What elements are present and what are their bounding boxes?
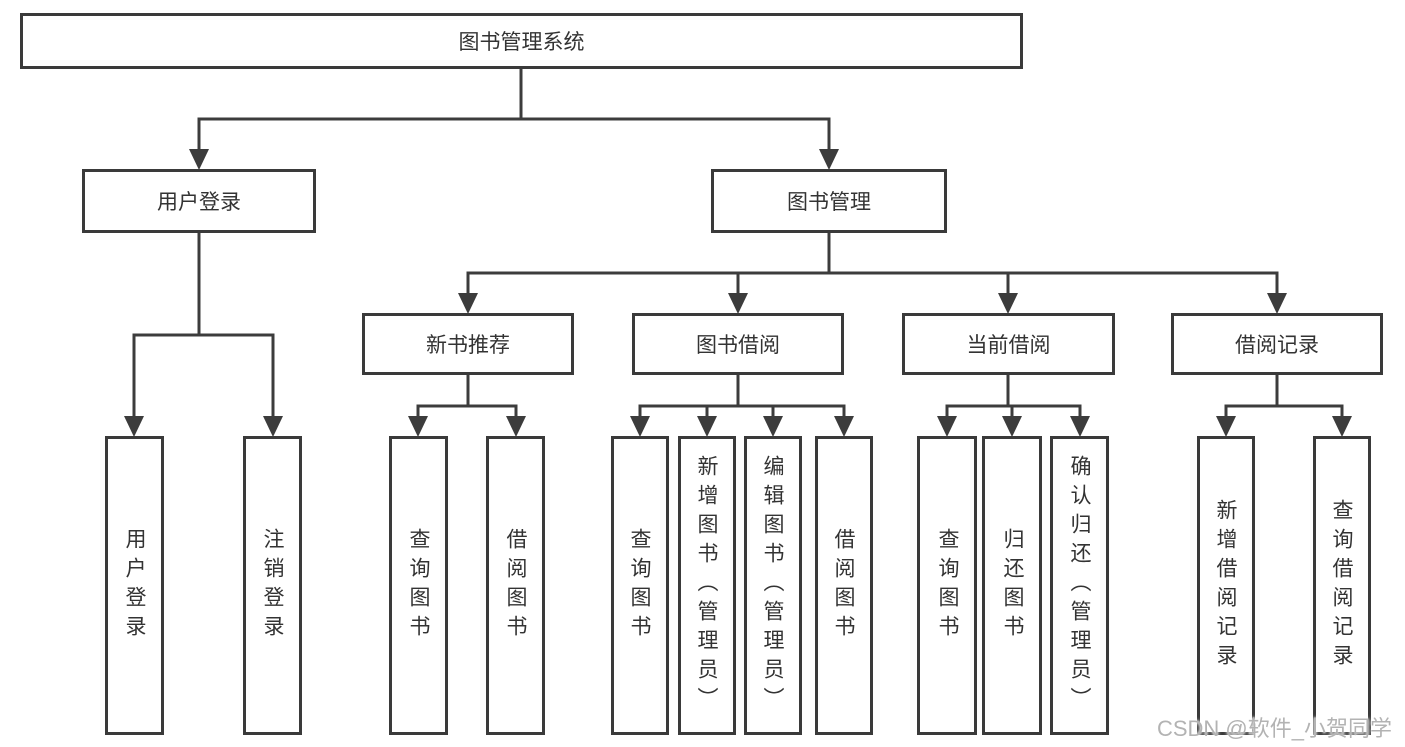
- arrowhead: [1332, 416, 1352, 437]
- arrowhead: [1070, 416, 1090, 437]
- leaf-logout: 注销登录: [243, 436, 302, 735]
- arrowhead: [506, 416, 526, 437]
- arrowhead: [1002, 416, 1022, 437]
- node-borrow-records: 借阅记录: [1171, 313, 1383, 375]
- leaf-borrow-add-books-admin: 新增图书（管理员）: [678, 436, 736, 735]
- leaf-borrow-borrow-books: 借阅图书: [815, 436, 873, 735]
- arrowhead: [998, 293, 1018, 314]
- node-root: 图书管理系统: [20, 13, 1023, 69]
- arrowhead: [819, 149, 839, 170]
- leaf-current-query-books: 查询图书: [917, 436, 977, 735]
- node-book-borrow: 图书借阅: [632, 313, 844, 375]
- arrowhead: [189, 149, 209, 170]
- node-book-management: 图书管理: [711, 169, 947, 233]
- arrowhead: [1216, 416, 1236, 437]
- arrowhead: [630, 416, 650, 437]
- arrowhead: [834, 416, 854, 437]
- arrowhead: [937, 416, 957, 437]
- connector-path: [132, 67, 1344, 422]
- arrowhead: [728, 293, 748, 314]
- arrowhead: [408, 416, 428, 437]
- leaf-current-return-books: 归还图书: [982, 436, 1042, 735]
- watermark: CSDN @软件_小贺同学: [1156, 716, 1392, 741]
- node-new-book-recommend: 新书推荐: [362, 313, 574, 375]
- arrowhead: [697, 416, 717, 437]
- leaf-records-add-record: 新增借阅记录: [1197, 436, 1255, 735]
- leaf-recommend-borrow-books: 借阅图书: [486, 436, 545, 735]
- arrowhead: [263, 416, 283, 437]
- leaf-user-login: 用户登录: [105, 436, 164, 735]
- node-current-borrow: 当前借阅: [902, 313, 1115, 375]
- arrowhead: [458, 293, 478, 314]
- leaf-recommend-query-books: 查询图书: [389, 436, 448, 735]
- arrowhead: [124, 416, 144, 437]
- leaf-borrow-edit-books-admin: 编辑图书（管理员）: [744, 436, 802, 735]
- leaf-borrow-query-books: 查询图书: [611, 436, 669, 735]
- arrowhead: [763, 416, 783, 437]
- arrowheads: [124, 149, 1352, 437]
- arrowhead: [1267, 293, 1287, 314]
- leaf-current-confirm-return-admin: 确认归还（管理员）: [1050, 436, 1109, 735]
- leaf-records-query-record: 查询借阅记录: [1313, 436, 1371, 735]
- node-user-login: 用户登录: [82, 169, 316, 233]
